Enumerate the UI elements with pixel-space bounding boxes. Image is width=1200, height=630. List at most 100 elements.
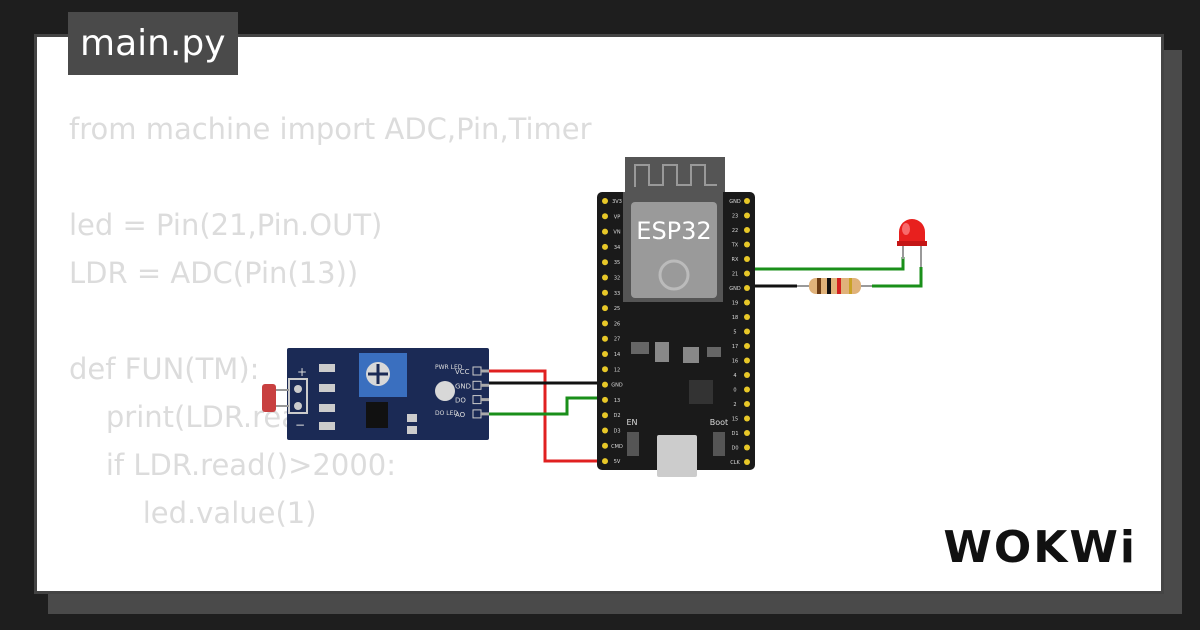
esp32-pin-left[interactable] xyxy=(602,305,608,312)
esp32-pin-right[interactable] xyxy=(744,372,750,378)
esp32-pin-left[interactable] xyxy=(602,366,608,373)
esp32-pin-right[interactable] xyxy=(744,198,750,204)
esp32-pin-label: RX xyxy=(732,257,739,263)
esp32-pin-left[interactable] xyxy=(602,458,608,465)
esp32-pin-label: 3V3 xyxy=(612,199,622,205)
esp32-pin-label: 12 xyxy=(614,367,620,373)
esp32-pin-label: D2 xyxy=(613,413,620,419)
esp32-pin-left[interactable] xyxy=(602,335,608,342)
micro-usb-port[interactable] xyxy=(657,435,697,477)
code-line: if LDR.read()>2000: xyxy=(69,448,396,482)
esp32-pin-label: GND xyxy=(729,199,741,205)
esp32-pin-label: TX xyxy=(731,243,739,249)
code-line: LDR = ADC(Pin(13)) xyxy=(69,256,359,290)
esp32-pin-label: 15 xyxy=(732,417,738,423)
esp32-pin-label: 4 xyxy=(733,373,736,379)
code-line: from machine import ADC,Pin,Timer xyxy=(69,112,592,146)
esp32-pin-left[interactable] xyxy=(602,442,608,449)
indicator-led xyxy=(435,381,455,401)
red-led[interactable] xyxy=(897,219,927,267)
esp32-pin-label: 5V xyxy=(614,459,621,465)
ldr-pin-label: DO xyxy=(455,397,466,405)
code-line: def FUN(TM): xyxy=(69,352,260,386)
esp32-pin-right[interactable] xyxy=(744,357,750,364)
esp32-pin-left[interactable] xyxy=(602,412,608,419)
esp32-pin-label: 0 xyxy=(733,388,736,394)
esp32-pin-right[interactable] xyxy=(744,241,750,248)
esp32-pin-left[interactable] xyxy=(602,427,608,434)
esp32-pin-left[interactable] xyxy=(602,259,608,266)
esp32-pin-label: 22 xyxy=(732,228,738,234)
esp32-pin-right[interactable] xyxy=(744,328,750,335)
esp32-pin-right[interactable] xyxy=(744,343,750,349)
esp32-pin-left[interactable] xyxy=(602,351,608,357)
wire-vcc-5v[interactable] xyxy=(489,369,605,463)
en-label: EN xyxy=(626,418,637,427)
photoresistor[interactable] xyxy=(262,384,276,412)
esp32-pins: 3V3VPVN343532332526271412GND13D2D3CMD5VG… xyxy=(602,198,750,466)
esp32-pin-label: 18 xyxy=(732,315,738,321)
esp32-pin-right[interactable] xyxy=(744,444,750,451)
esp32-pin-left[interactable] xyxy=(602,289,608,296)
esp32-pin-right[interactable] xyxy=(744,227,750,233)
pwr-led-label: PWR LED xyxy=(435,364,463,371)
esp32-pin-left[interactable] xyxy=(602,213,608,220)
esp32-pin-label: VN xyxy=(613,230,620,236)
esp32-pin-left[interactable] xyxy=(602,243,608,250)
esp32-pin-right[interactable] xyxy=(744,401,750,407)
esp32-pin-label: VP xyxy=(614,214,620,220)
en-button[interactable] xyxy=(627,432,639,456)
wire-resistor-led[interactable] xyxy=(872,267,923,288)
esp32-pin-left[interactable] xyxy=(602,274,608,281)
esp32-pin-label: 25 xyxy=(614,306,620,312)
wire-gnd[interactable] xyxy=(489,381,605,387)
esp32-pin-right[interactable] xyxy=(744,212,750,219)
esp32-pin-right[interactable] xyxy=(744,285,750,291)
esp32-pin-right[interactable] xyxy=(744,459,750,465)
esp32-pin-left[interactable] xyxy=(602,228,608,235)
esp32-board[interactable]: ESP32 EN Boot 3V3VPVN343532332526271412G… xyxy=(597,157,755,477)
esp32-pin-label: 21 xyxy=(732,272,738,278)
plus-label: + xyxy=(297,365,307,379)
esp32-pin-right[interactable] xyxy=(744,314,750,320)
code-line: led.value(1) xyxy=(69,496,317,530)
wire-ao-13[interactable] xyxy=(489,396,605,416)
ldr-pin-label: VCC xyxy=(455,368,470,376)
esp32-pin-label: D1 xyxy=(731,431,738,437)
esp32-pin-label: 35 xyxy=(614,260,620,266)
esp32-pin-right[interactable] xyxy=(744,270,750,277)
esp32-pin-right[interactable] xyxy=(744,430,750,436)
esp32-pin-label: 23 xyxy=(732,214,738,220)
esp32-pin-label: 13 xyxy=(614,398,620,404)
esp32-pin-label: D3 xyxy=(613,429,620,435)
esp32-pin-label: 5 xyxy=(733,330,736,336)
wire-21-led[interactable] xyxy=(749,257,905,271)
file-tab[interactable]: main.py xyxy=(68,12,238,75)
esp32-pin-left[interactable] xyxy=(602,198,608,204)
esp32-pin-left[interactable] xyxy=(602,320,608,327)
esp32-pin-label: 26 xyxy=(614,321,620,327)
esp32-pin-right[interactable] xyxy=(744,386,750,393)
espressif-logo-icon xyxy=(658,259,690,291)
esp32-pin-label: CLK xyxy=(730,460,740,466)
minus-label: − xyxy=(295,418,305,432)
esp32-pin-label: GND xyxy=(729,286,741,292)
boot-button[interactable] xyxy=(713,432,725,456)
esp32-pin-label: 19 xyxy=(732,301,738,307)
resistor[interactable] xyxy=(797,278,872,294)
esp32-pin-right[interactable] xyxy=(744,256,750,262)
esp32-pin-left[interactable] xyxy=(602,396,608,403)
esp32-pin-label: 33 xyxy=(614,291,620,297)
esp32-pin-left[interactable] xyxy=(602,381,608,388)
esp32-pin-label: D0 xyxy=(731,446,738,452)
esp32-pin-label: CMD xyxy=(611,444,623,450)
wokwi-logo: WOKWi xyxy=(943,522,1137,573)
esp32-pin-right[interactable] xyxy=(744,415,750,422)
comparator-chip xyxy=(366,402,388,428)
esp32-pin-right[interactable] xyxy=(744,299,750,306)
esp32-pin-label: 34 xyxy=(614,245,620,251)
